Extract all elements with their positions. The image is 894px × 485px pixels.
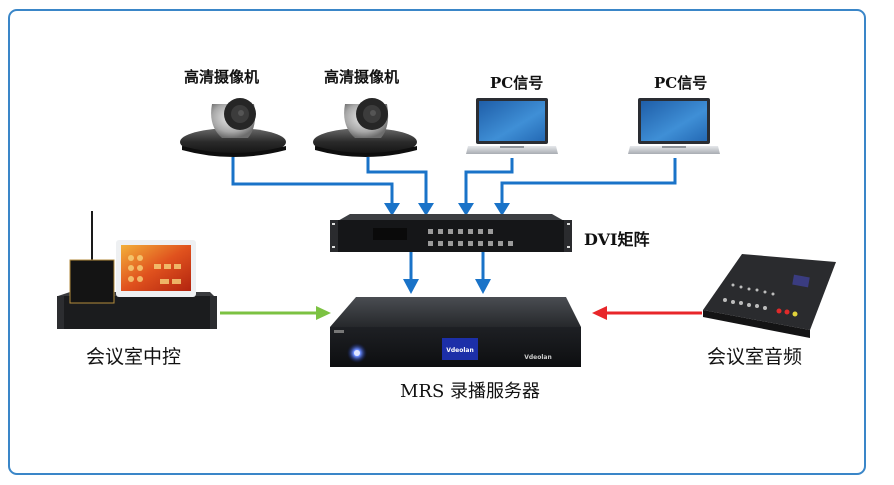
brand-badge	[442, 338, 478, 360]
laptop-icon	[479, 101, 545, 141]
audio-label: 会议室音频	[707, 346, 803, 368]
pc-1-label: PC信号	[490, 74, 544, 92]
audio-mixer-device	[703, 254, 836, 338]
camera-base	[313, 128, 417, 156]
camera-2-label: 高清摄像机	[324, 68, 400, 86]
diagram-frame	[8, 9, 866, 475]
arrowhead	[316, 306, 331, 320]
arrowhead	[418, 203, 434, 216]
arrowhead	[475, 279, 491, 294]
arrowhead	[592, 306, 607, 320]
camera-2	[313, 98, 417, 157]
laptop-icon	[641, 101, 707, 141]
camera-base	[180, 128, 286, 156]
arrowhead	[384, 203, 400, 216]
svg-text:Vdeolan: Vdeolan	[524, 354, 552, 361]
video-links	[231, 157, 677, 280]
link-pc1-matrix	[464, 158, 514, 204]
dvi-matrix-label: DVI矩阵	[584, 230, 650, 249]
central-control-device	[57, 211, 217, 329]
link-camera2-matrix	[366, 157, 428, 204]
link-pc2-matrix	[500, 158, 677, 204]
audio-mixer-icon	[703, 254, 836, 330]
arrowhead	[458, 203, 474, 216]
central-control-label: 会议室中控	[86, 346, 182, 368]
arrowhead	[494, 203, 510, 216]
camera-1-label: 高清摄像机	[184, 68, 260, 86]
camera-1	[180, 98, 286, 157]
laptop-2	[628, 98, 720, 154]
video-arrowheads	[384, 203, 510, 294]
arrowhead	[403, 279, 419, 294]
pc-2-label: PC信号	[654, 74, 708, 92]
control-link	[220, 306, 331, 320]
audio-link	[592, 306, 702, 320]
rack-matrix-switch-icon	[330, 220, 572, 252]
dvi-matrix-device	[330, 214, 572, 252]
laptop-1	[466, 98, 558, 154]
svg-text:Vdeolan: Vdeolan	[446, 347, 474, 354]
link-camera1-matrix	[231, 157, 394, 204]
mrs-server-label: MRS 录播服务器	[400, 381, 541, 402]
mrs-server-device: Vdeolan Vdeolan	[330, 297, 581, 367]
